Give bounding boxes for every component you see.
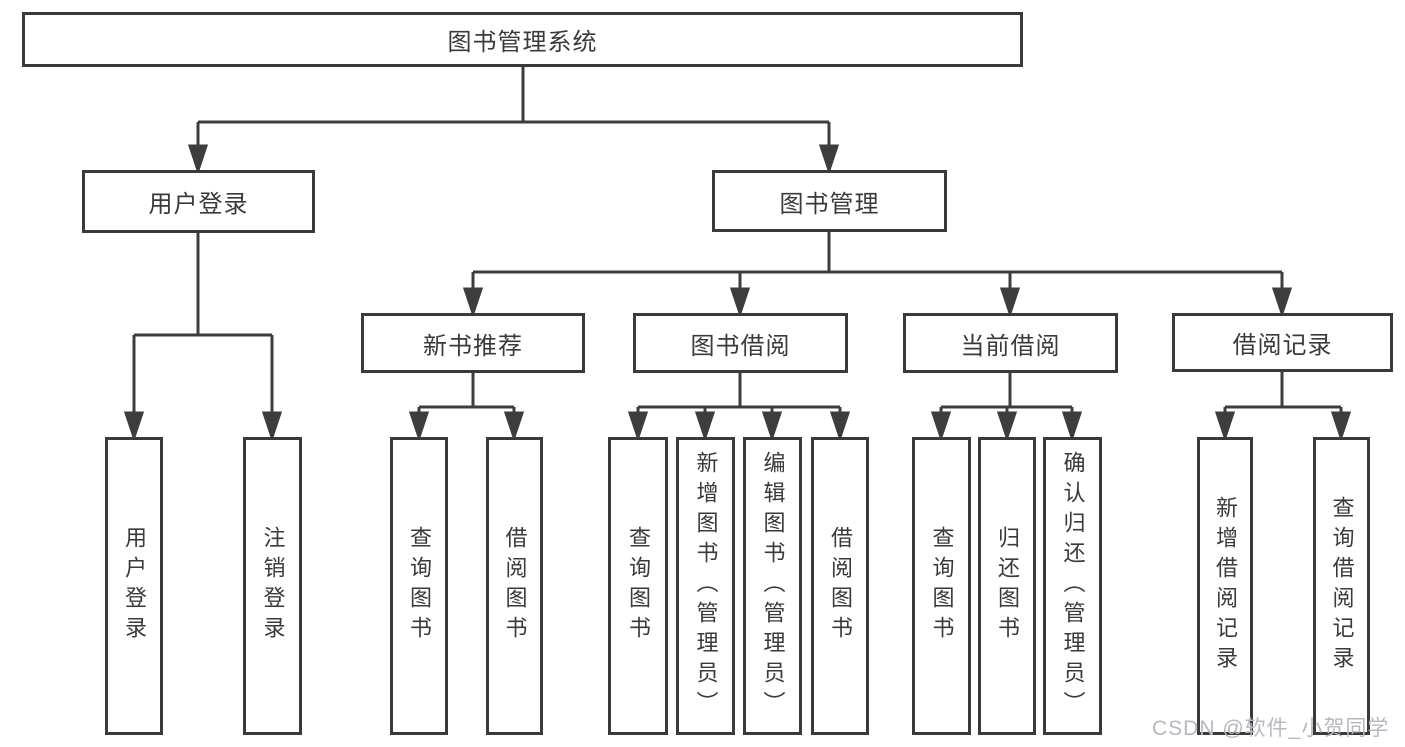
leaf-add-books-admin: 新增图书（管理员） <box>676 437 735 735</box>
node-borrow-records: 借阅记录 <box>1172 313 1393 372</box>
leaf-user-login: 用户登录 <box>105 437 163 735</box>
leaf-add-borrow-record: 新增借阅记录 <box>1197 437 1253 735</box>
leaf-query-books-2-label: 查询图书 <box>626 526 651 646</box>
node-new-book-recommend: 新书推荐 <box>361 313 585 373</box>
connector-root-to-level2 <box>187 67 840 175</box>
leaf-query-books-3-label: 查询图书 <box>929 526 955 646</box>
leaf-query-books-1: 查询图书 <box>390 437 448 735</box>
node-book-management: 图书管理 <box>712 170 947 232</box>
node-current-borrow: 当前借阅 <box>903 313 1118 373</box>
leaf-borrow-books-2: 借阅图书 <box>811 437 869 735</box>
connector-book-mgmt-to-level3 <box>462 232 1293 318</box>
connectors <box>123 67 1352 442</box>
leaf-query-borrow-record: 查询借阅记录 <box>1313 437 1370 735</box>
leaf-return-books-label: 归还图书 <box>995 526 1020 646</box>
connector-current-borrow-children <box>930 373 1083 442</box>
connector-new-books-children <box>408 373 525 442</box>
csdn-watermark: CSDN @软件_小贺同学 <box>1152 717 1390 740</box>
leaf-logout: 注销登录 <box>243 437 302 735</box>
node-user-login: 用户登录 <box>82 170 315 233</box>
leaf-query-books-2: 查询图书 <box>608 437 668 735</box>
leaf-logout-label: 注销登录 <box>260 526 286 646</box>
node-book-borrow: 图书借阅 <box>633 313 848 373</box>
leaf-borrow-books-1-label: 借阅图书 <box>502 526 528 646</box>
connector-book-borrow-children <box>627 373 851 442</box>
leaf-query-books-3: 查询图书 <box>912 437 971 735</box>
leaf-query-borrow-record-label: 查询借阅记录 <box>1329 496 1355 676</box>
leaf-borrow-books-2-label: 借阅图书 <box>828 526 853 646</box>
leaf-query-books-1-label: 查询图书 <box>407 526 432 646</box>
leaf-edit-books-admin: 编辑图书（管理员） <box>743 437 802 735</box>
leaf-confirm-return-admin-label: 确认归还（管理员） <box>1060 451 1086 721</box>
connector-user-login-children <box>123 233 283 442</box>
leaf-user-login-label: 用户登录 <box>122 526 147 646</box>
leaf-confirm-return-admin: 确认归还（管理员） <box>1043 437 1102 735</box>
leaf-edit-books-admin-label: 编辑图书（管理员） <box>760 451 786 721</box>
leaf-add-books-admin-label: 新增图书（管理员） <box>693 451 719 721</box>
node-root-system: 图书管理系统 <box>22 12 1023 67</box>
leaf-return-books: 归还图书 <box>978 437 1036 735</box>
leaf-add-borrow-record-label: 新增借阅记录 <box>1213 496 1238 676</box>
connector-borrow-records-children <box>1214 372 1352 442</box>
leaf-borrow-books-1: 借阅图书 <box>486 437 543 735</box>
